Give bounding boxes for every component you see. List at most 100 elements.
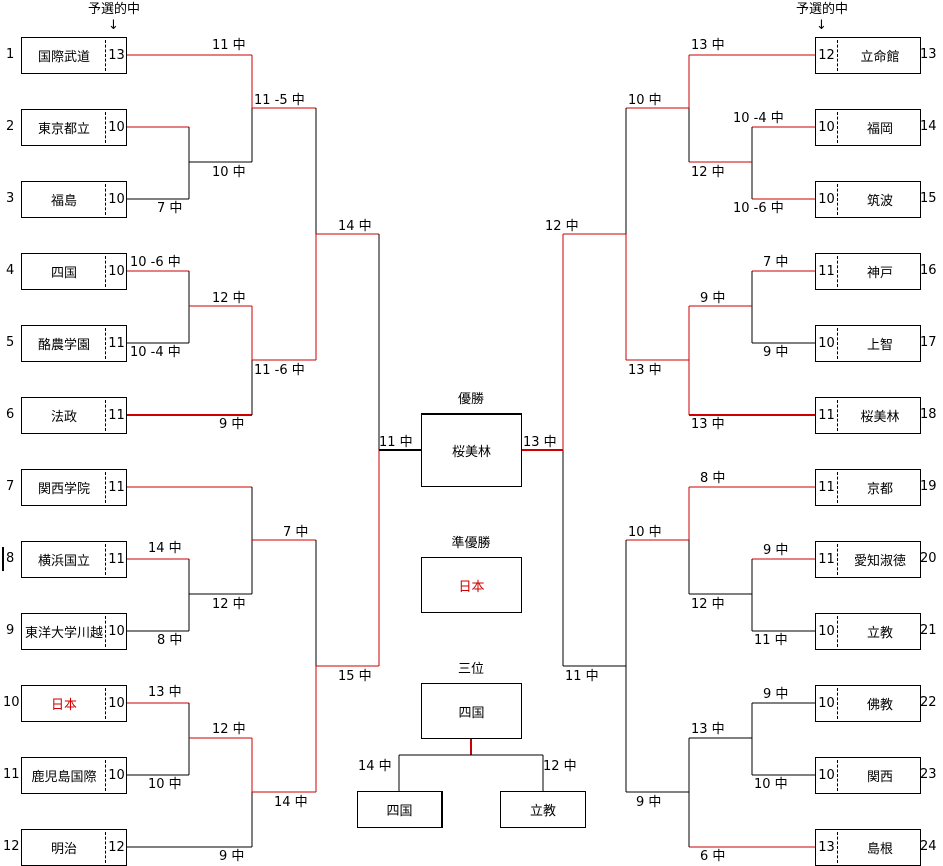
right-team-box: 10 関西 bbox=[815, 757, 921, 794]
left-seed-number: 2 bbox=[6, 119, 15, 134]
left-match-score: 10 -6 中 bbox=[130, 255, 181, 270]
left-match-score: 13 中 bbox=[148, 685, 182, 700]
champion-name: 桜美林 bbox=[451, 445, 491, 460]
prelim-score: 10 bbox=[108, 192, 125, 207]
prelim-score: 11 bbox=[108, 480, 125, 495]
right-match-score: 9 中 bbox=[763, 543, 789, 558]
left-match-score: 8 中 bbox=[157, 633, 183, 648]
prelim-score: 13 bbox=[108, 48, 125, 63]
team-name: 横浜国立 bbox=[37, 554, 90, 569]
prelim-score: 13 bbox=[818, 840, 835, 855]
right-seed-number: 15 bbox=[920, 191, 937, 206]
runner-up-name: 日本 bbox=[458, 579, 485, 595]
team-name: 関西 bbox=[866, 770, 893, 785]
right-match-score: 6 中 bbox=[700, 849, 726, 864]
prelim-score: 10 bbox=[818, 624, 835, 639]
left-match-score: 11 -6 中 bbox=[254, 363, 305, 378]
right-match-score: 13 中 bbox=[691, 417, 725, 432]
right-prediction-note: 予選的中 bbox=[796, 2, 849, 17]
team-name: 東京都立 bbox=[37, 122, 90, 137]
left-match-score: 9 中 bbox=[219, 849, 245, 864]
left-seed-number: 10 bbox=[3, 695, 20, 710]
score-divider bbox=[105, 40, 106, 71]
score-divider bbox=[837, 400, 838, 431]
score-divider bbox=[837, 184, 838, 215]
right-match-score: 8 中 bbox=[700, 471, 726, 486]
right-seed-number: 23 bbox=[920, 767, 937, 782]
team-name: 上智 bbox=[866, 338, 893, 353]
left-final-score: 11 中 bbox=[379, 435, 413, 450]
score-divider bbox=[837, 832, 838, 863]
team-name: 京都 bbox=[866, 482, 893, 497]
team-name: 四国 bbox=[50, 266, 77, 281]
left-team-box: 東京都立 10 bbox=[21, 109, 127, 146]
team-name: 島根 bbox=[866, 842, 893, 857]
score-divider bbox=[105, 472, 106, 503]
right-match-score: 13 中 bbox=[691, 38, 725, 53]
third-place-name: 四国 bbox=[458, 705, 485, 721]
left-seed-number: 6 bbox=[6, 407, 15, 422]
left-semi-score: 14 中 bbox=[338, 219, 372, 234]
right-match-score: 9 中 bbox=[636, 795, 662, 810]
left-seed-number: 3 bbox=[6, 191, 15, 206]
score-divider bbox=[837, 112, 838, 143]
right-seed-number: 16 bbox=[920, 263, 937, 278]
left-seed-number: 1 bbox=[6, 47, 15, 62]
prelim-score: 12 bbox=[818, 48, 835, 63]
left-semi-score: 15 中 bbox=[338, 669, 372, 684]
champion-title: 優勝 bbox=[457, 392, 484, 407]
left-prediction-note: 予選的中 bbox=[88, 2, 141, 17]
score-divider bbox=[105, 328, 106, 359]
prelim-score: 10 bbox=[818, 768, 835, 783]
right-seed-number: 17 bbox=[920, 335, 937, 350]
score-divider bbox=[105, 544, 106, 575]
left-match-score: 7 中 bbox=[283, 525, 309, 540]
third-match-left-box: 四国 bbox=[357, 791, 443, 828]
third-match-right-box: 立教 bbox=[500, 791, 586, 828]
right-team-box: 13 島根 bbox=[815, 829, 921, 866]
prelim-score: 11 bbox=[818, 480, 835, 495]
prelim-score: 10 bbox=[818, 336, 835, 351]
team-name: 福岡 bbox=[866, 122, 893, 137]
left-seed-number: 8 bbox=[6, 551, 15, 566]
team-name: 東洋大学川越 bbox=[24, 626, 103, 641]
third-match-right-score: 12 中 bbox=[543, 759, 577, 774]
right-match-score: 10 中 bbox=[628, 525, 662, 540]
right-seed-number: 21 bbox=[920, 623, 937, 638]
right-match-score: 12 中 bbox=[691, 165, 725, 180]
score-divider bbox=[837, 472, 838, 503]
score-divider bbox=[837, 616, 838, 647]
right-match-score: 10 -6 中 bbox=[733, 201, 784, 216]
left-team-box: 横浜国立 11 bbox=[21, 541, 127, 578]
right-match-score: 12 中 bbox=[691, 597, 725, 612]
third-place-box: 四国 bbox=[421, 683, 522, 739]
team-name: 国際武道 bbox=[37, 50, 90, 65]
right-match-score: 11 中 bbox=[754, 633, 788, 648]
prelim-score: 12 bbox=[108, 840, 125, 855]
score-divider bbox=[105, 184, 106, 215]
left-down-arrow-icon: ↓ bbox=[108, 18, 119, 33]
right-seed-number: 14 bbox=[920, 119, 937, 134]
team-name: 明治 bbox=[50, 842, 77, 857]
right-seed-number: 22 bbox=[920, 695, 937, 710]
right-semi-score: 11 中 bbox=[565, 669, 599, 684]
prelim-score: 11 bbox=[818, 408, 835, 423]
left-seed-number: 11 bbox=[3, 767, 20, 782]
left-match-score: 7 中 bbox=[157, 201, 183, 216]
left-match-score: 9 中 bbox=[219, 417, 245, 432]
champion-box: 桜美林 bbox=[421, 413, 522, 487]
prelim-score: 10 bbox=[108, 120, 125, 135]
team-name: 鹿児島国際 bbox=[31, 770, 97, 785]
prelim-score: 11 bbox=[108, 552, 125, 567]
right-match-score: 10 中 bbox=[754, 777, 788, 792]
